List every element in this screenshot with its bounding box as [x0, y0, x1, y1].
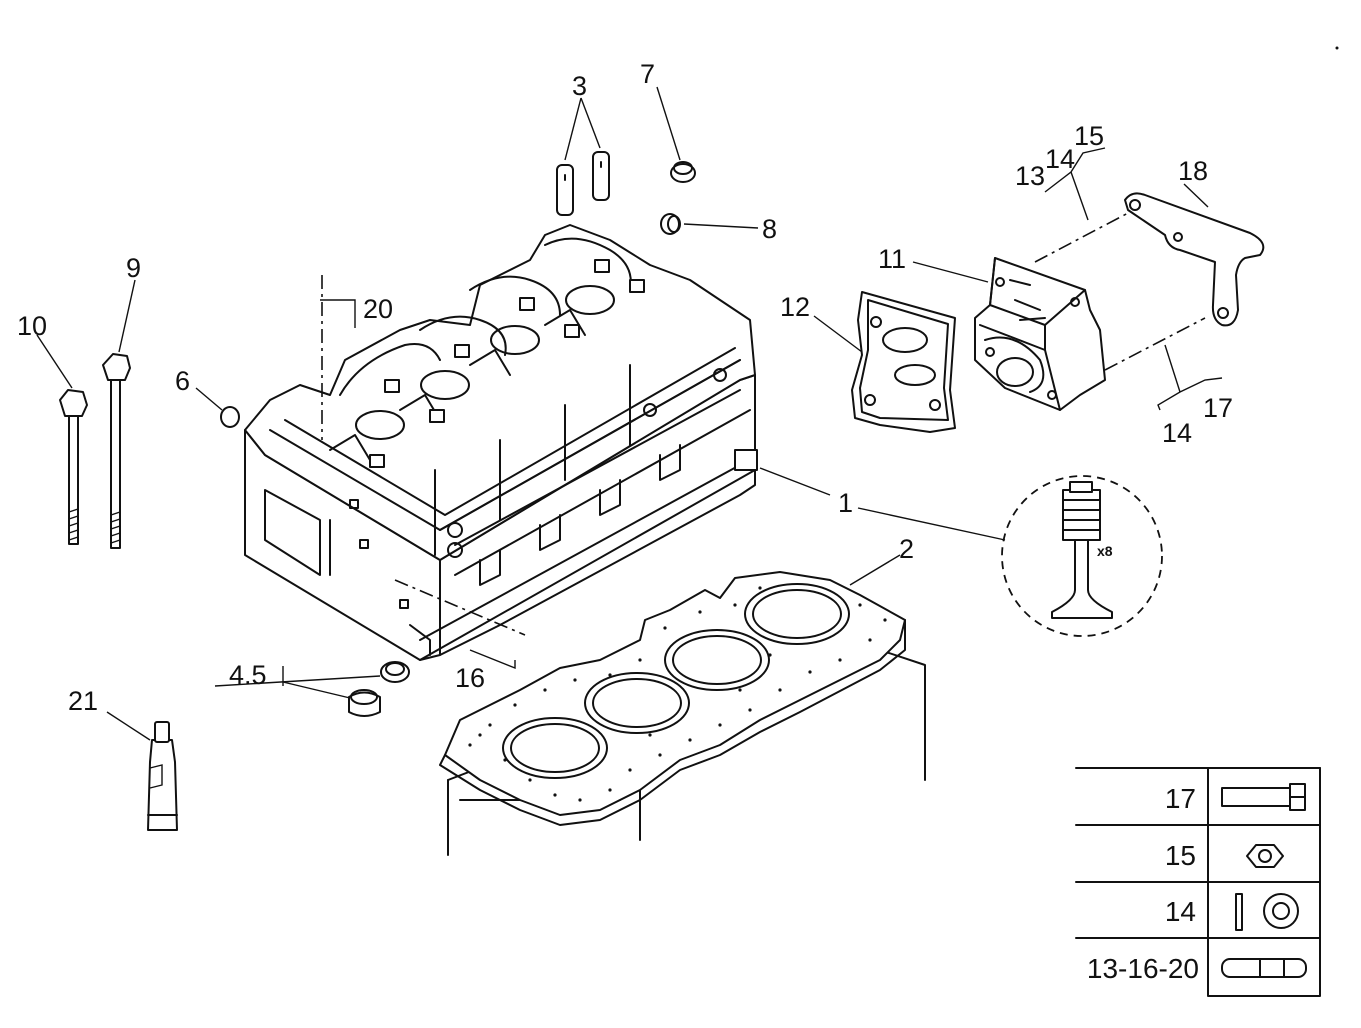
callout-10: 10	[17, 311, 47, 341]
nut-icon	[1246, 844, 1284, 868]
callout-11: 11	[878, 244, 906, 274]
leader-16	[469, 649, 516, 670]
valve-guides	[556, 97, 610, 216]
callout-21: 21	[68, 686, 98, 716]
head-gasket	[439, 571, 906, 826]
lifting-bracket	[1124, 183, 1265, 327]
callout-13: 13	[1015, 161, 1045, 191]
centerline-16	[394, 579, 526, 636]
bolt-icon	[1221, 783, 1306, 811]
legend-label-13-16-20: 13-16-20	[1087, 953, 1199, 984]
valve-detail-circle: x8	[1001, 475, 1163, 637]
leader-20	[320, 299, 356, 328]
valve-quantity-label: x8	[1097, 543, 1113, 559]
head-bolt-long	[102, 279, 136, 549]
flange-housing	[912, 257, 1106, 411]
callout-1: 1	[838, 488, 853, 518]
legend-row-pin: 13-16-20	[1087, 953, 1307, 984]
callout-9: 9	[126, 253, 141, 283]
callout-14-bottom: 14	[1162, 418, 1192, 448]
legend-label-14: 14	[1165, 896, 1196, 927]
leader-2	[849, 554, 901, 586]
callout-3: 3	[572, 71, 587, 101]
expansion-plug	[195, 387, 240, 428]
callout-4-5: 4.5	[229, 660, 267, 690]
callout-12: 12	[780, 292, 810, 322]
callout-7: 7	[640, 59, 655, 89]
legend-row-nut: 15	[1165, 840, 1284, 871]
legend-label-17: 17	[1165, 783, 1196, 814]
washer-icon	[1235, 893, 1299, 931]
callout-16: 16	[455, 663, 485, 693]
core-plug	[660, 213, 759, 235]
valve-seat-rings	[214, 661, 410, 717]
head-bolt-short	[36, 334, 88, 545]
fastener-legend-table: 17 15 14 13-16-20	[1075, 767, 1321, 997]
callout-18: 18	[1178, 156, 1208, 186]
callout-14-top: 14	[1045, 144, 1075, 174]
pin-icon	[1221, 958, 1307, 978]
manifold-gasket	[813, 291, 956, 433]
valve-stem-seal	[656, 86, 696, 183]
legend-label-15: 15	[1165, 840, 1196, 871]
callout-8: 8	[762, 214, 777, 244]
callout-17: 17	[1203, 393, 1233, 423]
leader-1b	[857, 507, 1006, 541]
legend-row-washer: 14	[1165, 893, 1299, 931]
callout-15: 15	[1074, 121, 1104, 151]
callout-6: 6	[175, 366, 190, 396]
callout-2: 2	[899, 534, 914, 564]
cylinder-head	[244, 224, 758, 661]
scan-dot	[1335, 46, 1339, 50]
leader-1a	[759, 467, 831, 496]
sealant-tube	[106, 711, 178, 831]
callout-20: 20	[363, 294, 393, 324]
flange-fastener-leaders	[1034, 147, 1223, 411]
legend-row-bolt: 17	[1165, 783, 1306, 814]
